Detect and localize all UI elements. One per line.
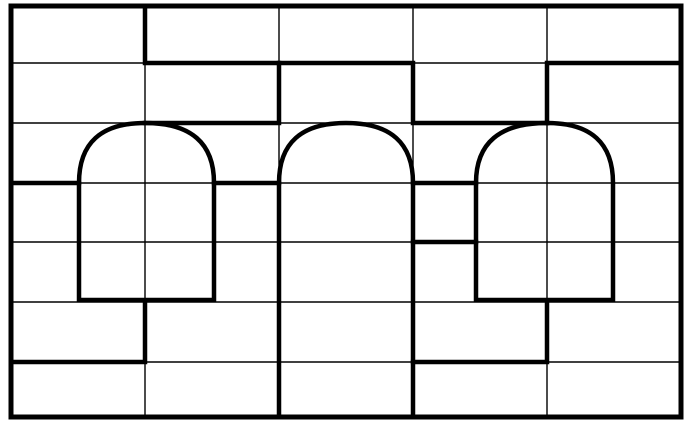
- grid-figure: [0, 0, 686, 423]
